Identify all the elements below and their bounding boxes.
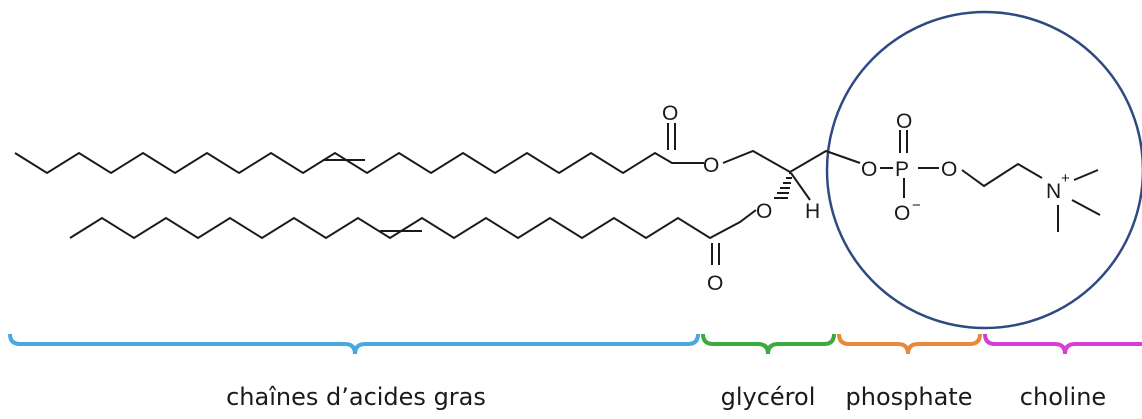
phosphocholine-highlight-circle — [825, 10, 1142, 330]
h-bond — [790, 172, 811, 201]
label-phosphate: phosphate — [846, 383, 973, 411]
n-methyl-1 — [1073, 169, 1099, 181]
stereo-hashed-wedge — [774, 172, 792, 199]
atom-o-carbonyl-1: O — [662, 102, 678, 125]
label-fatty-acids: chaînes d’acides gras — [226, 383, 486, 411]
glycerol-backbone — [722, 149, 861, 174]
brace-fatty-acids — [8, 333, 700, 355]
atom-o-carbonyl-2: O — [707, 272, 723, 295]
brace-choline — [983, 333, 1142, 355]
brace-phosphate — [837, 333, 982, 355]
atom-o-anion: O — [894, 202, 910, 225]
label-glycerol: glycérol — [721, 383, 816, 411]
atom-o-ester-1: O — [703, 154, 719, 177]
atom-p: P — [895, 158, 909, 181]
atom-n: N — [1046, 180, 1061, 203]
label-choline: choline — [1020, 383, 1106, 411]
atom-o-phosphoryl: O — [896, 110, 912, 133]
brace-glycerol — [701, 333, 836, 355]
upper-fatty-acid-chain — [14, 151, 704, 175]
lower-fatty-acid-chain — [69, 209, 757, 240]
charge-plus: + — [1061, 170, 1070, 187]
atom-o-ester-2: O — [756, 200, 772, 223]
n-methyl-2 — [1071, 199, 1101, 216]
charge-minus: − — [912, 197, 921, 214]
atom-o-phosphate-choline: O — [941, 158, 957, 181]
atom-h-stereo: H — [805, 200, 820, 223]
atom-o-glycerol-phosphate: O — [861, 158, 877, 181]
choline-chain — [961, 162, 1043, 188]
